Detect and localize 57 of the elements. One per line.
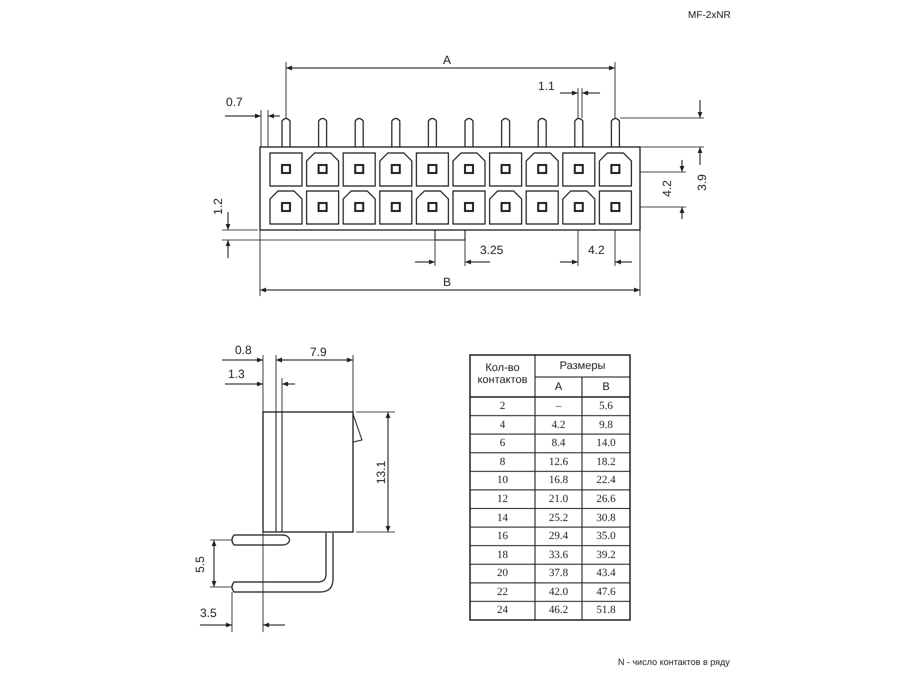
table-value: 21.0 [548,492,570,506]
dimension-label: 7.9 [310,346,327,359]
table-value: 33.6 [548,548,570,562]
table-value: 30.8 [595,512,617,524]
table-value: 10 [496,474,509,488]
table-value: 25.2 [548,512,570,524]
table-value: 42.0 [548,586,570,599]
table-value: 18.2 [595,456,617,469]
dimension-label: 4.2 [588,244,605,257]
dimension-label: A [443,54,452,67]
table-value: 12.6 [548,456,570,469]
footnote: N - число контактов в ряду [618,656,730,669]
table-value: 4 [498,418,506,432]
table-value: 6 [498,437,506,450]
table-value: 47.6 [595,586,617,599]
column-header: Кол-во контактов [476,362,528,386]
table-value: 26.6 [595,492,617,506]
dimension-label: 0.8 [235,344,252,357]
table-value: 46.2 [548,604,570,618]
table-value: 5.6 [598,400,614,413]
table-value: 22 [496,586,509,599]
drawing-code: MF-2xNR [688,9,731,22]
dimension-label: B [443,276,452,289]
table-value: – [554,400,562,413]
table-value: 16 [496,530,509,544]
dimension-label: 1.2 [212,198,225,215]
dimension-label: 3.25 [480,244,504,257]
table-value: 9.8 [598,418,614,432]
column-header: Размеры [558,360,606,372]
dimension-label: 3.9 [696,174,709,191]
dimension-label: 0.7 [226,96,243,109]
table-value: 8 [498,456,506,469]
table-value: 35.0 [595,530,617,544]
table-value: 43.4 [595,567,617,580]
table-value: 2 [498,400,506,413]
column-header: B [601,381,611,393]
dimension-label: 1.3 [228,368,245,381]
table-value: 51.8 [595,604,617,618]
column-header: A [554,381,564,393]
dimension-label: 5.5 [194,556,207,573]
dimension-label: 1.1 [538,80,555,93]
table-value: 39.2 [595,548,617,562]
table-value: 22.4 [595,474,617,488]
table-value: 18 [496,548,509,562]
table-value: 16.8 [548,474,570,488]
table-value: 4.2 [550,418,566,432]
table-value: 12 [496,492,509,506]
table-value: 29.4 [548,530,570,544]
dimension-label: 13.1 [375,460,388,484]
table-value: 14 [496,512,509,524]
table-value: 14.0 [595,437,617,450]
table-value: 37.8 [548,567,570,580]
dimension-label: 3.5 [200,607,217,620]
dimension-label: 4.2 [660,180,674,197]
table-value: 20 [496,567,509,580]
table-value: 8.4 [550,437,566,450]
table-value: 24 [496,604,509,618]
